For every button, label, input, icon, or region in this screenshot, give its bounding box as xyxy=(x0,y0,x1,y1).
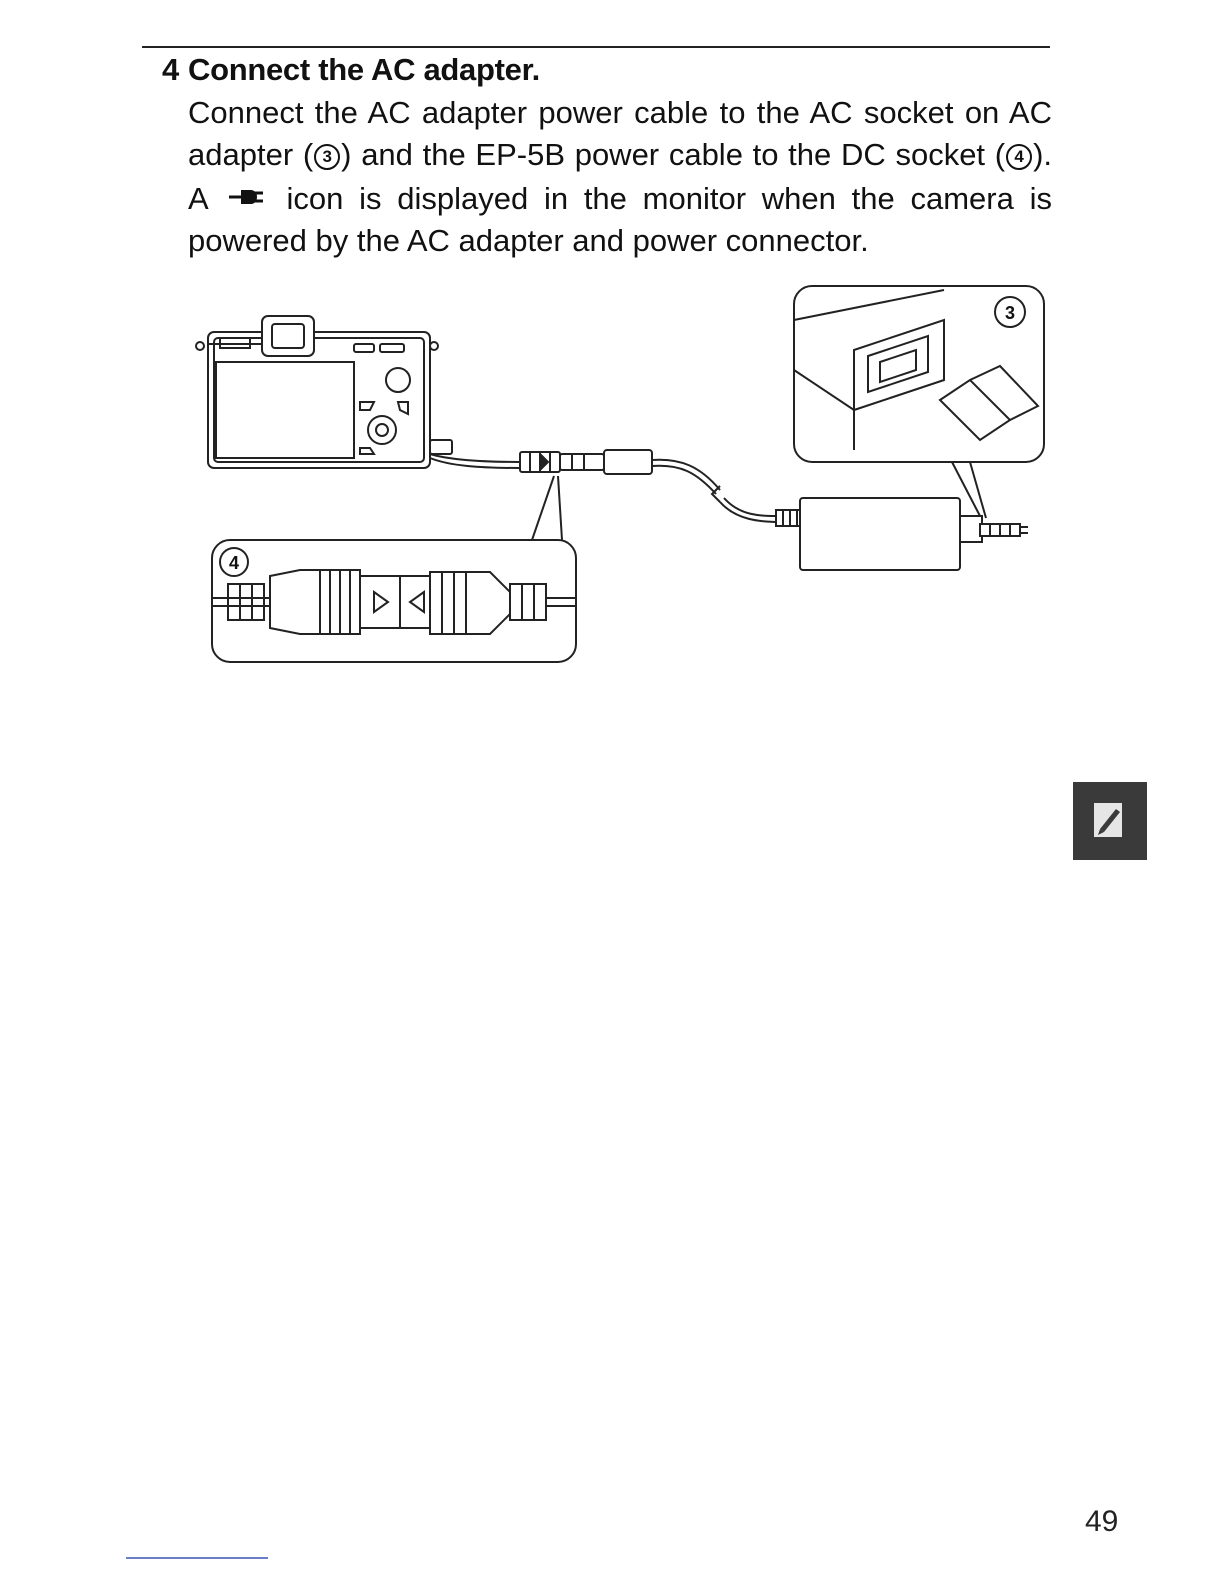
power-cable xyxy=(430,450,802,526)
connection-figure: 3 xyxy=(180,280,1060,680)
ac-power-icon xyxy=(229,176,265,218)
bottom-mark xyxy=(126,1557,268,1559)
step-number: 4 xyxy=(162,52,188,88)
side-tab xyxy=(1073,782,1147,860)
callout-4-label: 4 xyxy=(229,553,239,573)
callout-4-inset xyxy=(212,476,576,662)
camera-illustration xyxy=(196,316,452,468)
callout-4-inline: 4 xyxy=(1006,144,1032,170)
step-title: Connect the AC adapter. xyxy=(188,52,540,87)
body-text-2: ) and the EP-5B power cable to the DC so… xyxy=(341,137,1005,172)
callout-3-label: 3 xyxy=(1005,303,1015,323)
notes-tab-icon xyxy=(1090,799,1130,843)
step-body: Connect the AC adapter power cable to th… xyxy=(188,92,1052,262)
connection-illustration: 3 xyxy=(180,280,1060,680)
body-text-4: icon is displayed in the monitor when th… xyxy=(188,181,1052,258)
callout-3-inline: 3 xyxy=(314,144,340,170)
ac-adapter-illustration xyxy=(800,498,1028,570)
page-number: 49 xyxy=(1085,1505,1118,1539)
top-rule xyxy=(142,46,1050,48)
